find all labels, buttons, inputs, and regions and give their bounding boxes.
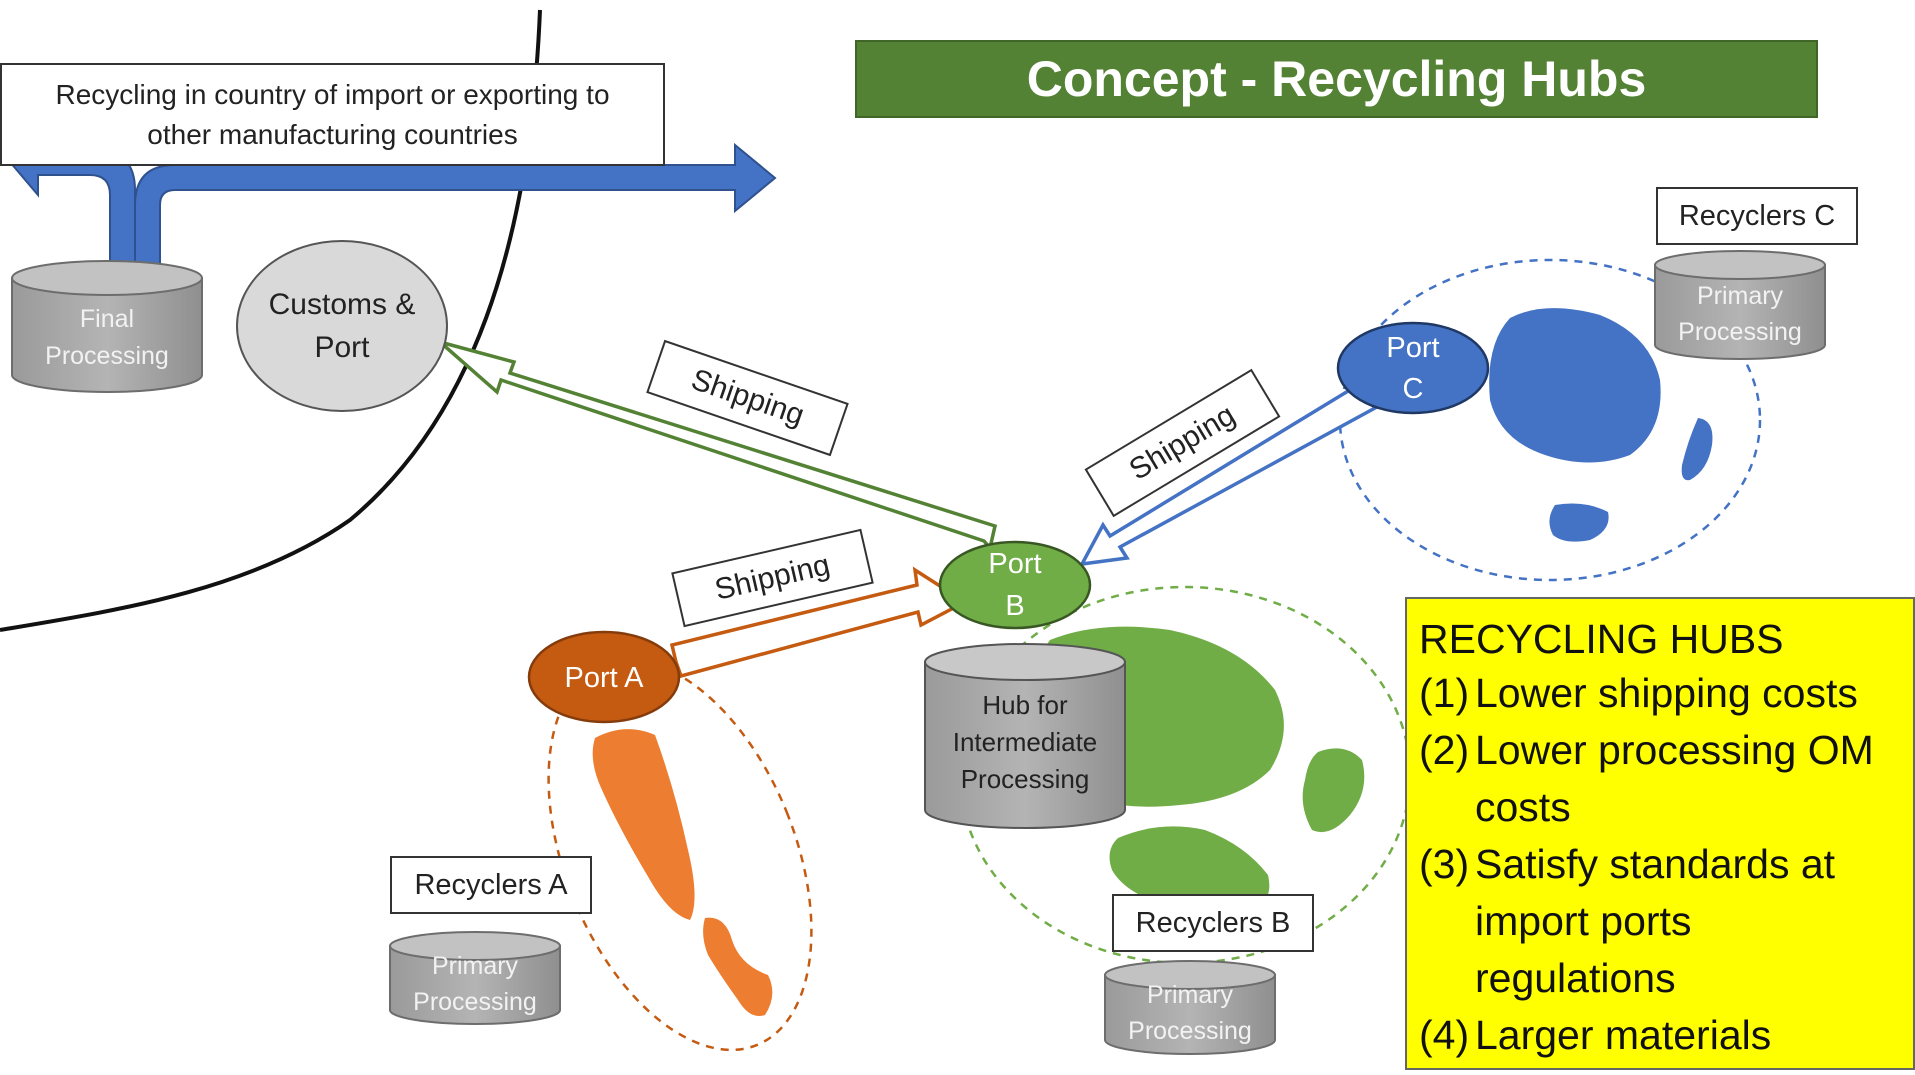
port-a-ellipse: [527, 630, 681, 724]
page-title: Concept - Recycling Hubs: [855, 40, 1818, 118]
list-item-text: Satisfy standards at import ports regula…: [1475, 841, 1836, 1001]
customs-port-ellipse: [236, 240, 448, 412]
primary-processing-c-label: Primary Processing: [1678, 282, 1802, 346]
list-item: (2) Lower processing OM costs: [1419, 722, 1901, 836]
list-item-text: Lower shipping costs: [1475, 670, 1858, 716]
recyclers-c-label: Recyclers C: [1656, 187, 1858, 245]
list-item-text: Larger materials volumes for export: [1475, 1012, 1772, 1058]
border-curve: [0, 9, 542, 632]
island-c-main: [1489, 308, 1661, 463]
primary-processing-cylinder-c: [1654, 250, 1826, 360]
list-item-text: Lower processing OM costs: [1475, 727, 1874, 830]
port-c-ellipse: [1336, 321, 1490, 415]
list-item-number: (4): [1419, 1012, 1470, 1058]
island-b-small: [1302, 748, 1365, 833]
customs-port-label: Customs & Port: [268, 288, 416, 364]
list-item-number: (3): [1419, 841, 1470, 887]
recyclers-b-label: Recyclers B: [1112, 894, 1314, 952]
list-item-number: (1): [1419, 670, 1470, 716]
list-item-number: (2): [1419, 727, 1470, 773]
list-item: (4) Larger materials volumes for export: [1419, 1007, 1901, 1068]
port-c-label: Port C: [1386, 332, 1440, 405]
primary-processing-a-label: Primary Processing: [413, 952, 537, 1016]
export-arrow-right: [134, 142, 777, 271]
island-c-small: [1681, 418, 1713, 481]
primary-processing-cylinder-a: [389, 931, 561, 1025]
list-item: (1) Lower shipping costs: [1419, 665, 1901, 722]
recyclers-a-label: Recyclers A: [390, 856, 592, 914]
port-b-ellipse: [938, 540, 1092, 630]
top-description-text: Recycling in country of import or export…: [55, 78, 610, 150]
recycling-hubs-panel: RECYCLING HUBS (1) Lower shipping costs …: [1405, 597, 1915, 1070]
primary-processing-cylinder-b: [1104, 960, 1276, 1055]
island-a-main: [592, 729, 695, 920]
island-b-bottom: [1109, 826, 1270, 917]
port-b-label: Port B: [988, 548, 1042, 622]
island-a-small: [703, 917, 773, 1016]
island-c-bottom: [1549, 503, 1609, 542]
hub-cylinder: [924, 643, 1126, 829]
final-processing-cylinder: [11, 260, 203, 393]
hub-label: Hub for Intermediate Processing: [952, 689, 1098, 794]
list-item: (3) Satisfy standards at import ports re…: [1419, 836, 1901, 1007]
region-c-outline: [1338, 258, 1762, 582]
primary-processing-b-label: Primary Processing: [1128, 981, 1252, 1045]
final-processing-label: Final Processing: [45, 304, 169, 370]
recycling-hubs-list: (1) Lower shipping costs (2) Lower proce…: [1419, 665, 1901, 1068]
port-a-label: Port A: [564, 662, 644, 694]
top-description-box: Recycling in country of import or export…: [0, 63, 665, 166]
recycling-hubs-heading: RECYCLING HUBS: [1419, 616, 1784, 662]
